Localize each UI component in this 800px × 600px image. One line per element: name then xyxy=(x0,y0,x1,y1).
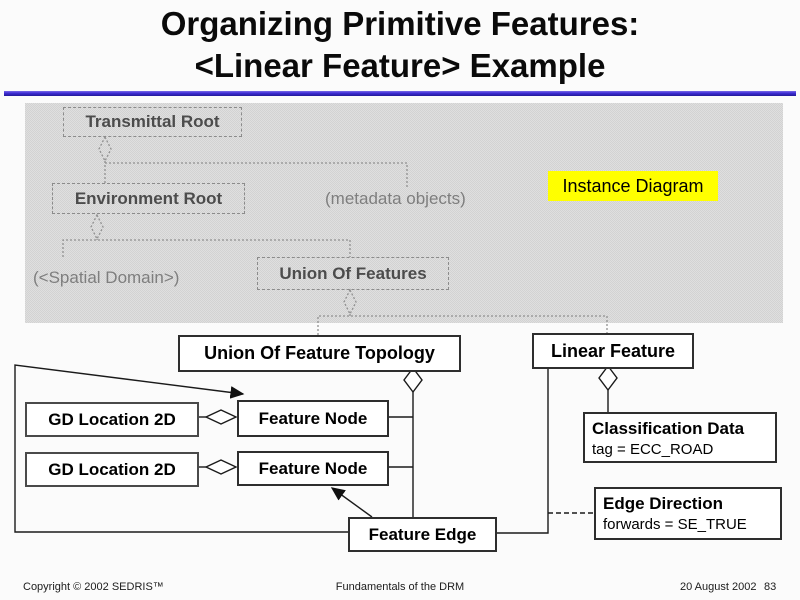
slide-title-line1: Organizing Primitive Features: xyxy=(160,5,640,42)
aggregation-diamond-linear-feature xyxy=(598,364,618,392)
aggregation-diamond-feature-node1 xyxy=(204,409,238,425)
footer-course-title: Fundamentals of the DRM xyxy=(335,581,465,593)
box-environment-root: Environment Root xyxy=(52,183,245,214)
title-rule xyxy=(4,91,796,96)
box-gd-location-2d-1: GD Location 2D xyxy=(25,402,199,437)
connector-linear-feature-edge xyxy=(493,365,549,534)
footer-page-number: 83 xyxy=(764,581,777,593)
box-transmittal-root: Transmittal Root xyxy=(63,107,242,137)
box-edge-direction: Edge Direction forwards = SE_TRUE xyxy=(594,487,782,540)
box-linear-feature: Linear Feature xyxy=(532,333,694,369)
box-feature-node-1: Feature Node xyxy=(237,400,389,437)
slide-title: Organizing Primitive Features: <Linear F… xyxy=(0,3,800,87)
aggregation-diamond-feature-node2 xyxy=(204,459,238,475)
arrow-feature-edge-to-node1 xyxy=(14,364,348,533)
box-union-of-features: Union Of Features xyxy=(257,257,449,290)
edge-direction-attribute: forwards = SE_TRUE xyxy=(603,516,747,533)
footer-copyright: Copyright © 2002 SEDRIS™ xyxy=(23,581,164,593)
label-metadata-objects: (metadata objects) xyxy=(325,189,466,208)
box-union-of-feature-topology: Union Of Feature Topology xyxy=(178,335,461,372)
classification-data-title: Classification Data xyxy=(592,419,745,438)
footer-date: 20 August 2002 xyxy=(680,581,757,593)
label-spatial-domain: (<Spatial Domain>) xyxy=(33,268,180,287)
instance-diagram-callout: Instance Diagram xyxy=(548,171,718,201)
arrow-feature-edge-to-node2 xyxy=(330,487,373,518)
box-feature-node-2: Feature Node xyxy=(237,451,389,486)
classification-data-attribute: tag = ECC_ROAD xyxy=(592,441,714,458)
slide-title-line2: <Linear Feature> Example xyxy=(194,47,606,84)
box-gd-location-2d-2: GD Location 2D xyxy=(25,452,199,487)
edge-direction-title: Edge Direction xyxy=(603,494,723,513)
box-classification-data: Classification Data tag = ECC_ROAD xyxy=(583,412,777,463)
box-feature-edge: Feature Edge xyxy=(348,517,497,552)
